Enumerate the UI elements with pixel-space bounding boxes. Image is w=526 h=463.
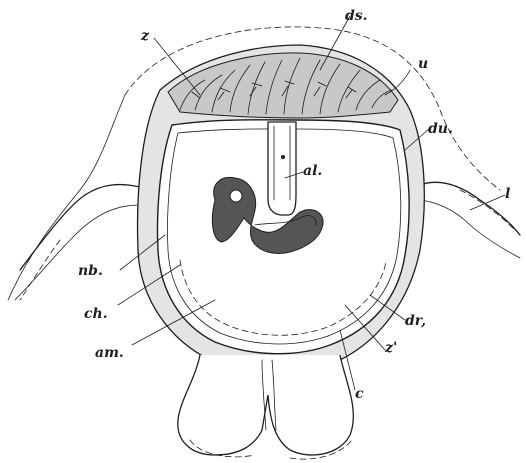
label-c: c [355,386,364,402]
label-al: al. [303,163,322,179]
label-nb: nb. [78,263,103,279]
allantois-stalk [268,122,296,215]
uterine-outer-outline-left [8,95,125,300]
right-uterine-horn-inner [415,200,520,258]
left-uterine-horn [20,185,150,270]
embryo-eye [230,190,242,202]
label-ch: ch. [84,306,108,322]
label-ds: ds. [345,8,368,24]
left-horn-dash [20,240,60,300]
cervix [178,355,354,455]
label-l: l [505,186,510,202]
label-z: z [140,28,150,44]
label-dr: dr, [405,313,426,329]
label-z-prime: z' [384,340,397,356]
label-u: u [418,56,428,72]
label-du: du. [428,121,453,137]
label-am: am. [95,345,124,361]
